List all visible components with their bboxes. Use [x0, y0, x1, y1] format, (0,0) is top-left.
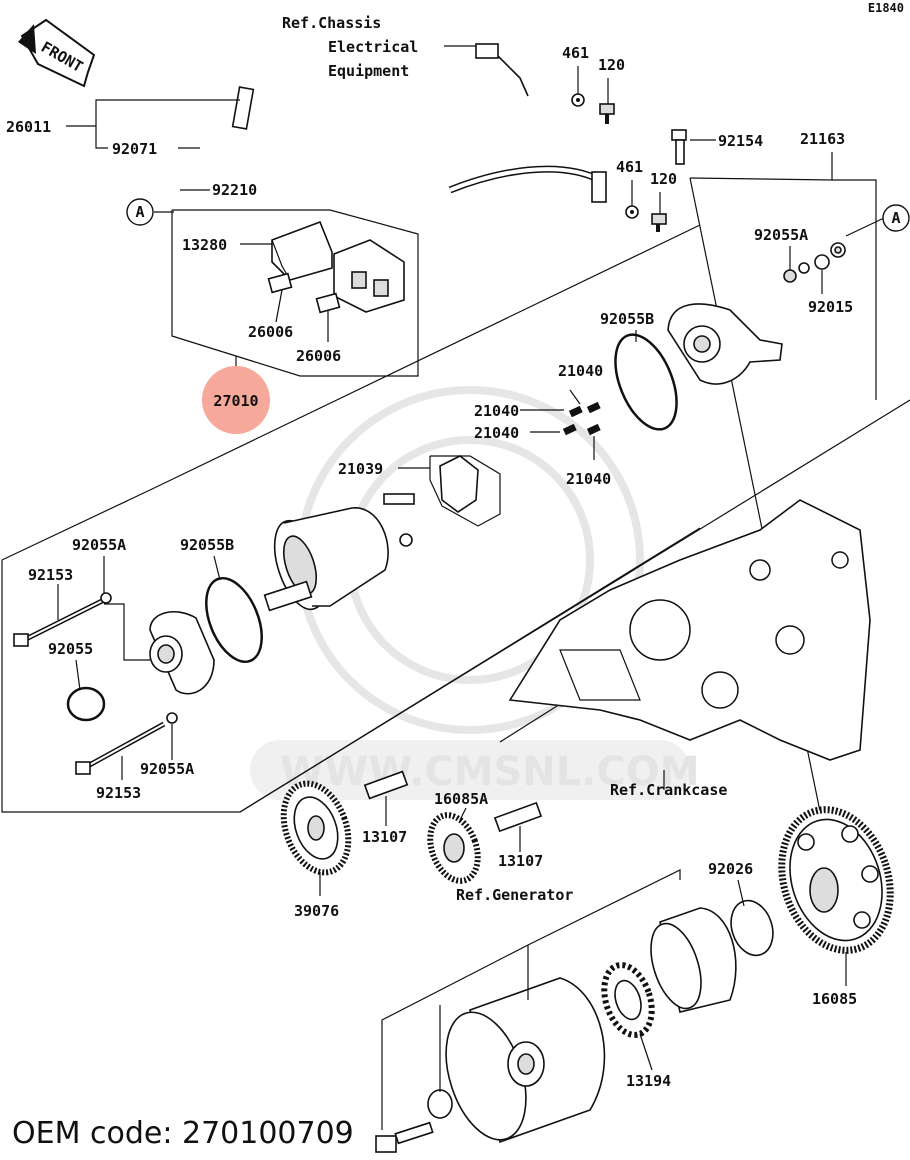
svg-text:A: A — [135, 203, 144, 221]
part-label: 21040 — [558, 362, 603, 380]
part-label: 13194 — [626, 1072, 671, 1090]
part-label: 21040 — [474, 424, 519, 442]
idle-gear-39076 — [280, 780, 352, 876]
part-label: 120 — [598, 56, 625, 74]
part-label: 21039 — [338, 460, 383, 478]
shaft-13107-b — [493, 801, 543, 833]
starter-relay — [333, 239, 405, 313]
generator-rotor — [445, 977, 606, 1144]
watermark-logo: WWW.CMSNL.COM — [250, 386, 700, 800]
relay-cover — [271, 220, 333, 281]
part-label: 92055B — [600, 310, 654, 328]
part-label: 21040 — [474, 402, 519, 420]
part-label-27010: 27010 — [213, 392, 258, 410]
marker-a-left: A — [126, 198, 154, 226]
ref-generator: Ref.Generator — [456, 886, 573, 904]
part-label: 21040 — [566, 470, 611, 488]
part-label: 92026 — [708, 860, 753, 878]
one-way-clutch-housing — [650, 907, 737, 1013]
part-label: 13107 — [362, 828, 407, 846]
part-label: 461 — [616, 158, 643, 176]
part-label: 92055A — [140, 760, 194, 778]
idle-gear-16085A — [427, 812, 481, 884]
part-label: 92210 — [212, 181, 257, 199]
starter-motor-yoke — [263, 507, 389, 612]
diagram-code: E1840 — [868, 1, 904, 15]
starter-clutch-gear-16085 — [778, 806, 894, 954]
part-label: 120 — [650, 170, 677, 188]
part-label: 461 — [562, 44, 589, 62]
part-label: 16085A — [434, 790, 488, 808]
rotor-bolt — [375, 1121, 434, 1153]
oem-code: OEM code: 270100709 — [12, 1116, 354, 1151]
part-label: 92153 — [96, 784, 141, 802]
part-label: 16085 — [812, 990, 857, 1008]
washer-rotor — [427, 1089, 453, 1119]
o-ring-92055B-mid — [205, 576, 263, 664]
part-label: 13107 — [498, 852, 543, 870]
top-hardware — [571, 93, 846, 283]
ref-chassis-line2: Electrical — [328, 38, 418, 56]
marker-a-right: A — [882, 204, 910, 232]
part-label: 92055 — [48, 640, 93, 658]
highlight-marker — [202, 366, 270, 434]
ref-crankcase: Ref.Crankcase — [610, 781, 727, 799]
relay-group-outline — [171, 209, 419, 377]
shaft-13107-a — [363, 770, 409, 800]
one-way-clutch-13194 — [601, 962, 655, 1038]
part-label: 39076 — [294, 902, 339, 920]
fuses — [267, 272, 341, 314]
starter-end-cover — [667, 303, 783, 385]
crankcase — [508, 499, 871, 761]
part-label: 92055B — [180, 536, 234, 554]
brush-holder-outline — [429, 455, 501, 527]
o-ring-92055B-top — [614, 333, 678, 431]
part-label: 92153 — [28, 566, 73, 584]
starter-front-cover — [149, 610, 215, 695]
part-label: 92154 — [718, 132, 763, 150]
starter-cable — [231, 43, 607, 211]
ref-chassis-line1: Ref.Chassis — [282, 14, 381, 32]
part-label: 21163 — [800, 130, 845, 148]
part-label: 13280 — [182, 236, 227, 254]
svg-text:A: A — [891, 209, 900, 227]
ref-chassis-line3: Equipment — [328, 62, 409, 80]
part-label: 26006 — [296, 347, 341, 365]
part-label: 92071 — [112, 140, 157, 158]
part-label: 92055A — [72, 536, 126, 554]
part-label: 26011 — [6, 118, 51, 136]
svg-text:WWW.CMSNL.COM: WWW.CMSNL.COM — [280, 749, 700, 795]
part-label: 92015 — [808, 298, 853, 316]
part-label: 26006 — [248, 323, 293, 341]
callout-lines — [57, 45, 885, 1130]
front-arrow-icon: FRONT — [18, 18, 96, 88]
brushes — [383, 401, 601, 547]
through-bolts — [13, 592, 178, 775]
part-label: 92055A — [754, 226, 808, 244]
o-ring-92055 — [66, 686, 106, 722]
